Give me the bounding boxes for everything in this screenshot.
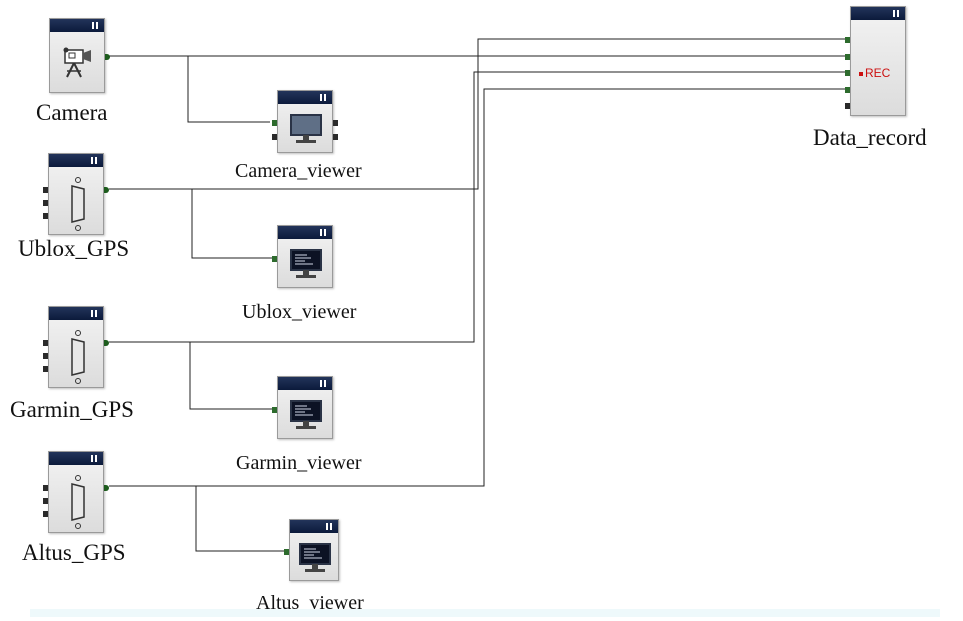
block-title-bar (278, 91, 332, 104)
camera-viewer-label: Camera_viewer (235, 160, 362, 182)
input-port[interactable] (43, 187, 48, 193)
block-title-bar (49, 452, 103, 465)
wire-ublox-record (109, 38, 846, 190)
data-record-label: Data_record (813, 125, 927, 150)
wire-altus-viewer (195, 486, 284, 552)
wire-garmin-viewer (189, 342, 272, 410)
pause-icon[interactable] (326, 523, 332, 530)
output-port[interactable] (333, 120, 338, 126)
serial-port-icon (71, 330, 85, 384)
input-port[interactable] (272, 134, 277, 140)
pause-icon[interactable] (893, 10, 899, 17)
ublox-gps-block[interactable] (43, 153, 109, 235)
pause-icon[interactable] (91, 455, 97, 462)
ublox-viewer-label: Ublox_viewer (242, 301, 357, 323)
output-port[interactable] (333, 134, 338, 140)
garmin-gps-label: Garmin_GPS (10, 397, 134, 422)
ublox-gps-label: Ublox_GPS (18, 236, 130, 261)
block-title-bar (851, 7, 905, 20)
serial-port-icon (71, 475, 85, 529)
garmin-viewer-block[interactable] (272, 376, 333, 439)
altus-gps-label: Altus_GPS (22, 540, 126, 565)
pause-icon[interactable] (320, 94, 326, 101)
wire-camera-viewer (187, 56, 270, 123)
input-port[interactable] (43, 366, 48, 372)
input-port[interactable] (272, 407, 277, 413)
rec-badge: REC (859, 66, 890, 80)
pause-icon[interactable] (92, 22, 98, 29)
pause-icon[interactable] (320, 229, 326, 236)
input-port[interactable] (845, 37, 850, 43)
camera-block[interactable] (49, 18, 110, 93)
wire-garmin-record (109, 71, 846, 343)
bottom-highlight (30, 609, 940, 617)
output-port[interactable] (104, 485, 109, 491)
input-port[interactable] (43, 498, 48, 504)
terminal-monitor-icon (299, 543, 331, 572)
monitor-icon (290, 114, 322, 143)
ublox-viewer-block[interactable] (272, 225, 333, 288)
wire-ublox-viewer (191, 189, 272, 259)
input-port[interactable] (43, 485, 48, 491)
pause-icon[interactable] (91, 310, 97, 317)
wire-altus-record (109, 88, 846, 487)
pause-icon[interactable] (91, 157, 97, 164)
input-port[interactable] (845, 103, 850, 109)
data-record-block[interactable]: REC (845, 6, 906, 116)
input-port[interactable] (272, 256, 277, 262)
block-title-bar (290, 520, 338, 533)
input-port[interactable] (43, 200, 48, 206)
terminal-monitor-icon (290, 249, 322, 278)
input-port[interactable] (43, 511, 48, 517)
camera-label: Camera (36, 100, 108, 125)
input-port[interactable] (845, 70, 850, 76)
block-title-bar (49, 307, 103, 320)
altus-viewer-label: Altus_viewer (256, 592, 364, 614)
input-port[interactable] (272, 120, 277, 126)
output-port[interactable] (104, 340, 109, 346)
block-title-bar (49, 154, 103, 167)
pause-icon[interactable] (320, 380, 326, 387)
input-port[interactable] (284, 549, 289, 555)
input-port[interactable] (845, 54, 850, 60)
altus-viewer-block[interactable] (284, 519, 339, 581)
terminal-monitor-icon (290, 400, 322, 429)
garmin-viewer-label: Garmin_viewer (236, 452, 362, 474)
record-dot-icon (859, 71, 863, 76)
output-port[interactable] (105, 54, 110, 60)
video-camera-icon (63, 47, 91, 78)
output-port[interactable] (104, 187, 109, 193)
altus-gps-block[interactable] (43, 451, 109, 533)
garmin-gps-block[interactable] (43, 306, 109, 388)
block-title-bar (278, 226, 332, 239)
input-port[interactable] (43, 353, 48, 359)
rec-text: REC (865, 66, 891, 80)
block-title-bar (278, 377, 332, 390)
input-port[interactable] (43, 340, 48, 346)
block-title-bar (50, 19, 104, 32)
input-port[interactable] (845, 87, 850, 93)
camera-viewer-block[interactable] (272, 90, 338, 153)
serial-port-icon (71, 177, 85, 231)
input-port[interactable] (43, 213, 48, 219)
